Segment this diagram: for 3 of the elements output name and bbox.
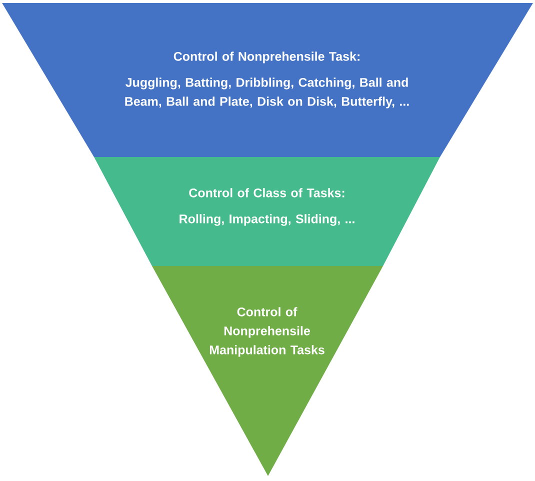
trapezoid-band: Control of Nonprehensile Task: Juggling, Batting, Dribbling, Catching, Ball and Beam, Ball and Plate, Disk on Disk, Butterfly, ... — [2, 3, 533, 157]
trapezoid-band: Control of Class of Tasks: Rolling, Impacting, Sliding, ... — [94, 157, 440, 266]
triangle-segment: Control of Nonprehensile Manipulation Tasks — [152, 266, 383, 476]
